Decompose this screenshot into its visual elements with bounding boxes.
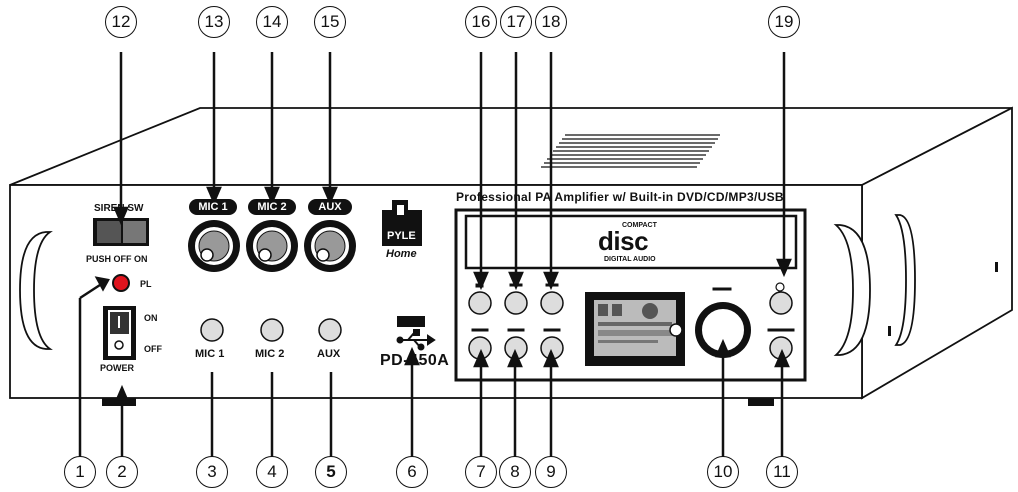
mic2-knob-label: MIC 2 [248,199,296,215]
aux-knob-label: AUX [308,199,352,215]
foot-right [748,398,774,406]
callout-15: 15 [314,6,346,38]
siren-switch-label: SIREN SW [94,203,144,214]
mic1-input-jack[interactable] [200,318,224,342]
callout-19: 19 [768,6,800,38]
pl-label: PL [140,279,152,289]
digital-audio-label: DIGITAL AUDIO [604,256,656,263]
callout-leaders [78,52,792,458]
siren-switch[interactable] [93,218,149,246]
power-label: POWER [100,363,135,373]
callout-2: 2 [106,456,138,488]
right-handle [833,214,916,356]
callout-7: 7 [465,456,497,488]
callout-11: 11 [766,456,798,488]
push-off-on-label: PUSH OFF ON [86,254,148,264]
callout-3: 3 [196,456,228,488]
callout-12: 12 [105,6,137,38]
callout-17: 17 [500,6,532,38]
media-panel [454,208,807,382]
off-label: OFF [144,344,162,354]
standby-button[interactable] [769,291,793,315]
brand-name: PYLE [387,230,416,242]
callout-18: 18 [535,6,567,38]
mic2-input-jack[interactable] [260,318,284,342]
power-switch[interactable] [103,306,136,360]
side-slot [995,262,998,272]
chassis-top [9,107,1013,186]
callout-1: 1 [64,456,96,488]
mic2-volume-knob[interactable] [246,220,298,272]
lcd-display [585,292,685,366]
master-volume-knob[interactable] [695,302,751,358]
on-label: ON [144,313,158,323]
callout-8: 8 [499,456,531,488]
previous-button[interactable] [504,291,528,315]
brand-sub: Home [386,248,417,260]
callout-6: 6 [396,456,428,488]
side-slot-lower [888,326,891,336]
usb-port[interactable] [397,316,425,327]
aux-input-jack[interactable] [318,318,342,342]
callout-16: 16 [465,6,497,38]
callout-13: 13 [198,6,230,38]
usb-icon [396,329,436,351]
disc-slot[interactable] [464,214,798,270]
disc-logo: disc [598,226,649,256]
mic1-volume-knob[interactable] [188,220,240,272]
mic1-jack-label: MIC 1 [195,348,225,360]
top-vent [541,134,720,168]
callout-10: 10 [707,456,739,488]
aux-volume-knob[interactable] [304,220,356,272]
next-button[interactable] [540,291,564,315]
stop-button[interactable] [468,291,492,315]
callout-4: 4 [256,456,288,488]
callout-9: 9 [535,456,567,488]
chassis [9,106,1013,400]
aux-jack-label: AUX [317,348,341,360]
power-indicator [112,274,130,292]
ir-sensor [669,323,683,337]
mic1-knob-label: MIC 1 [189,199,237,215]
model-number: PD-450A [380,352,450,369]
pyle-logo [382,200,422,246]
callout-5: 5 [315,456,347,488]
callout-14: 14 [256,6,288,38]
mic2-jack-label: MIC 2 [255,348,285,360]
left-handle [19,231,53,350]
compact-label: COMPACT [622,222,657,229]
panel-title: Professional PA Amplifier w/ Built-in DV… [456,190,784,204]
